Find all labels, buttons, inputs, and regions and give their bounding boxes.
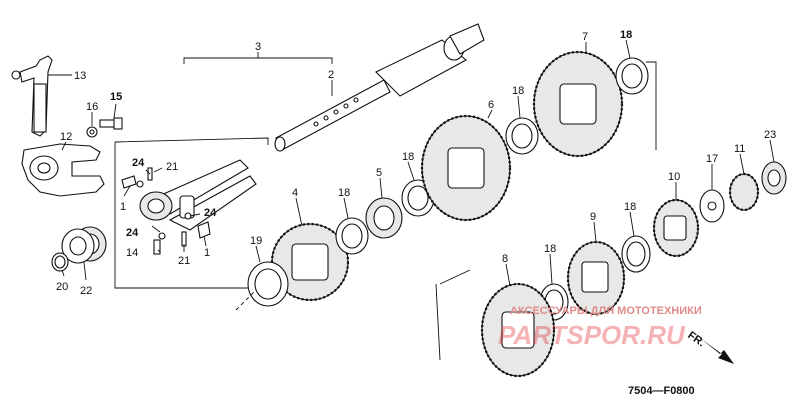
- callout-5: 5: [376, 167, 382, 179]
- front-direction-arrow: FR.: [685, 329, 734, 364]
- callout-16: 16: [86, 101, 98, 113]
- callout-13: 13: [74, 70, 86, 82]
- shift-arm-part: [21, 143, 105, 197]
- callout-21-a: 21: [166, 161, 178, 173]
- callout-18-b: 18: [402, 151, 414, 163]
- callout-18-f: 18: [544, 243, 556, 255]
- circlip-part: [51, 252, 69, 272]
- gear-9-part: [566, 240, 626, 316]
- callout-22: 22: [80, 285, 92, 297]
- main-shaft-part: [274, 23, 485, 152]
- bearing-left-part: [61, 226, 107, 264]
- callout-21-b: 21: [178, 255, 190, 267]
- callout-labels: 13 16 15 12 3 2 24 21 1 24 24 1 14 21 20…: [56, 29, 776, 297]
- watermark-tagline: АКСЕССУАРЫ ДЛЯ МОТОТЕХНИКИ: [510, 305, 702, 317]
- callout-18-e: 18: [624, 201, 636, 213]
- gear-8-part: [480, 282, 556, 378]
- callout-15: 15: [110, 91, 122, 103]
- callout-9: 9: [590, 211, 596, 223]
- leader-lines: [48, 39, 775, 287]
- callout-1-a: 1: [120, 201, 126, 213]
- callout-1-b: 1: [204, 247, 210, 259]
- gear-10-part: [652, 198, 700, 258]
- callout-2: 2: [328, 69, 334, 81]
- thrust-washer-18-d: [615, 57, 649, 95]
- callout-12: 12: [60, 131, 72, 143]
- gear-11-part: [728, 172, 760, 212]
- callout-7: 7: [582, 31, 588, 43]
- callout-18-a: 18: [338, 187, 350, 199]
- callout-14: 14: [126, 247, 138, 259]
- bolt-part: [99, 117, 123, 130]
- callout-24-c: 24: [126, 227, 139, 239]
- shift-drum-group: [114, 137, 269, 289]
- shift-fork-part: [11, 55, 53, 137]
- callout-8: 8: [502, 253, 508, 265]
- collar-part: [365, 197, 403, 239]
- callout-17: 17: [706, 153, 718, 165]
- watermark-logo: PARTSPOR.RU: [498, 320, 686, 350]
- shaft-group-bracket: [646, 61, 657, 150]
- thrust-washer-18-e: [621, 235, 651, 273]
- callout-24-a: 24: [132, 157, 145, 169]
- bearing-right-part: [761, 161, 787, 195]
- callout-10: 10: [668, 171, 680, 183]
- gear-6-part: [420, 114, 512, 222]
- washer-part: [86, 126, 98, 138]
- thrust-washer-17: [699, 189, 725, 223]
- shaft-hole-row: [313, 97, 359, 127]
- callout-19: 19: [250, 235, 262, 247]
- callout-6: 6: [488, 99, 494, 111]
- callout-20: 20: [56, 281, 68, 293]
- callout-3: 3: [255, 41, 261, 53]
- watermark: АКСЕССУАРЫ ДЛЯ МОТОТЕХНИКИ PARTSPOR.RU: [498, 305, 702, 350]
- thrust-washer-18-a: [335, 217, 369, 255]
- axis-lines: [235, 269, 471, 361]
- callout-18-d: 18: [620, 29, 632, 41]
- callout-4: 4: [292, 187, 298, 199]
- callout-23: 23: [764, 129, 776, 141]
- thrust-washer-19: [247, 261, 289, 307]
- thrust-washer-18-c: [505, 117, 539, 155]
- front-mark-text: FR.: [685, 329, 706, 349]
- callout-24-b: 24: [204, 207, 217, 219]
- callout-11: 11: [734, 143, 745, 155]
- callout-18-c: 18: [512, 85, 524, 97]
- gear-7-part: [532, 50, 624, 158]
- diagram-code: 7504—F0800: [628, 385, 695, 397]
